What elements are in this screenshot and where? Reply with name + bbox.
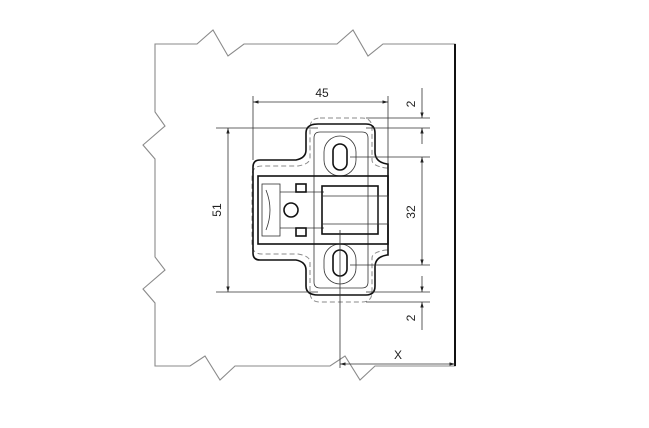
top-offset-label: 2	[404, 100, 418, 107]
height-dimension	[216, 127, 318, 293]
slot-spacing-label: 32	[404, 205, 418, 219]
height-label: 51	[210, 203, 224, 217]
distance-label: X	[394, 348, 402, 362]
cabinet-panel	[142, 29, 456, 381]
adjustment-mechanism	[257, 175, 389, 245]
plate-inner-contour	[313, 131, 369, 289]
mounting-plate-outline	[252, 123, 389, 296]
bottom-offset-label: 2	[404, 314, 418, 321]
plate-dashed-outline	[251, 117, 389, 303]
width-label: 45	[315, 86, 329, 100]
cam-screw-icon	[283, 202, 299, 218]
